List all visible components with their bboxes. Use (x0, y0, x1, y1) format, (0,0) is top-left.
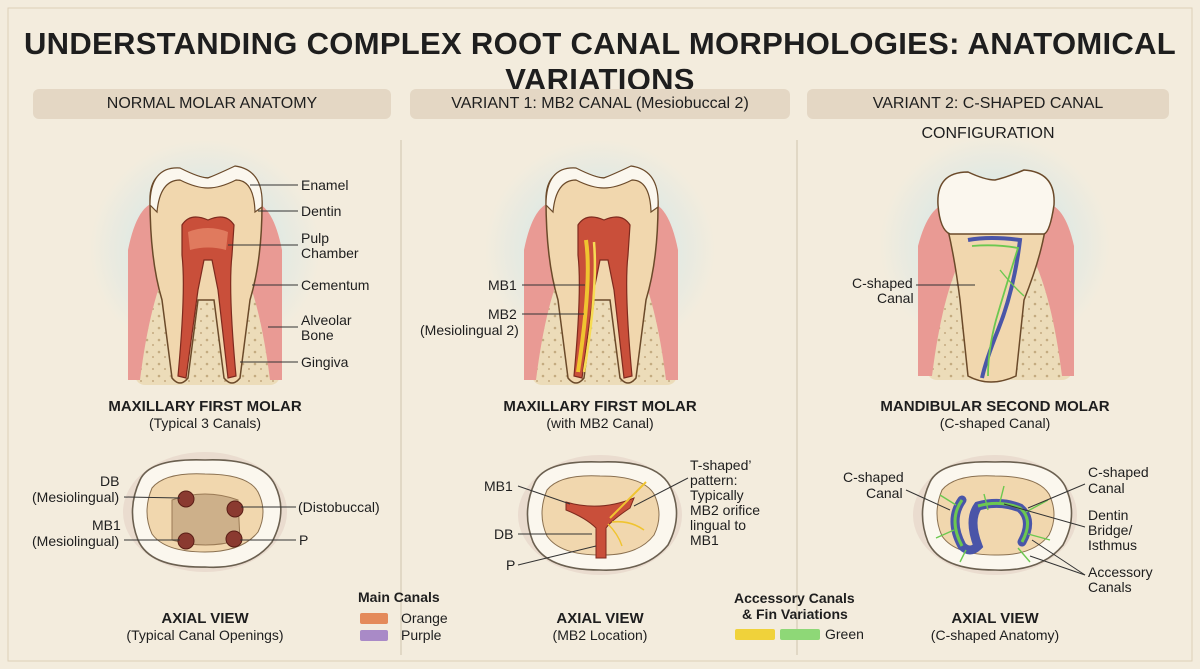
label-accessory-2: Canals (1088, 579, 1132, 595)
label-v1-axial-db: DB (494, 526, 514, 542)
normal-molar-illustration (90, 140, 320, 385)
label-axial-db: DB (100, 473, 120, 489)
enamel (149, 165, 263, 214)
c-shaped-axial-illustration (913, 455, 1077, 575)
label-c-shaped: C-shaped (852, 275, 913, 291)
caption-mb2-molar-sub: (with MB2 Canal) (546, 415, 654, 431)
pulp-chamber (177, 216, 237, 379)
normal-axial-illustration (123, 452, 287, 572)
caption-c-shaped-molar-title: MANDIBULAR SECOND MOLAR (880, 398, 1110, 415)
label-axial-mesiolingual-2: (Mesiolingual) (32, 533, 120, 549)
label-bone: Bone (301, 327, 334, 343)
legend-accessory-title-2: & Fin Variations (742, 606, 848, 622)
label-v2-axial-right-c: C-shaped (1088, 464, 1149, 480)
caption-c-shaped-molar-sub: (C-shaped Canal) (939, 415, 1051, 431)
label-v2-axial-left-canal: Canal (866, 485, 903, 501)
caption-mb2-axial-title: AXIAL VIEW (556, 610, 644, 627)
mb2-canal (582, 241, 597, 373)
legend-main-title: Main Canals (358, 589, 440, 605)
label-axial-mb1: MB1 (92, 517, 121, 533)
label-v1-axial-mb1: MB1 (484, 478, 513, 494)
legend-orange-label: Orange (401, 610, 448, 626)
caption-mb2-molar: MAXILLARY FIRST MOLAR (with MB2 Canal) (450, 398, 750, 432)
label-dentin-bridge-3: Isthmus (1088, 537, 1138, 553)
label-axial-distobuccal: (Distobuccal) (298, 499, 380, 515)
page-title: UNDERSTANDING COMPLEX ROOT CANAL MORPHOL… (23, 26, 1177, 97)
normal-axial-leaders (123, 496, 296, 541)
mb2-leader-lines (522, 284, 585, 315)
caption-c-shaped-axial: AXIAL VIEW (C-shaped Anatomy) (845, 610, 1145, 644)
caption-c-shaped-axial-title: AXIAL VIEW (951, 610, 1039, 627)
label-t-shaped-4: MB2 orifice (690, 502, 761, 518)
caption-normal-axial: AXIAL VIEW (Typical Canal Openings) (55, 610, 355, 644)
caption-mb2-molar-title: MAXILLARY FIRST MOLAR (503, 398, 697, 415)
label-dentin-bridge-2: Bridge/ (1088, 522, 1133, 538)
label-accessory-1: Accessory (1088, 564, 1153, 580)
legend-orange-swatch (360, 613, 388, 624)
label-axial-p: P (299, 532, 309, 548)
mb1-canal (576, 239, 590, 373)
label-v1-axial-p: P (506, 557, 516, 573)
label-t-shaped-2: pattern: (690, 472, 738, 488)
section-header-variant2: VARIANT 2: C-SHAPED CANAL CONFIGURATION (807, 89, 1169, 142)
caption-normal-molar: MAXILLARY FIRST MOLAR (Typical 3 Canals) (55, 398, 355, 432)
label-t-shaped-3: Typically (690, 487, 744, 503)
c-shaped-axial-leaders (905, 483, 1086, 576)
mb2-axial-illustration (518, 455, 682, 575)
mb2-molar-illustration (485, 140, 715, 385)
normal-leader-lines (228, 184, 298, 363)
label-t-shaped-1: T-shaped’ (690, 457, 752, 473)
c-shaped-molar-illustration (880, 135, 1110, 383)
mb2-axial-leaders (517, 477, 689, 566)
label-pulp: Pulp (301, 230, 330, 246)
label-mesiolingual-2: (Mesiolingual 2) (420, 322, 519, 338)
legend-green-swatch (780, 629, 820, 640)
label-enamel: Enamel (301, 177, 349, 193)
label-dentin-bridge-1: Dentin (1088, 507, 1129, 523)
label-c-shaped-canal: Canal (877, 290, 914, 306)
caption-c-shaped-molar: MANDIBULAR SECOND MOLAR (C-shaped Canal) (845, 398, 1145, 432)
legend-accessory-title-1: Accessory Canals (734, 590, 855, 606)
label-v2-axial-right-canal: Canal (1088, 480, 1125, 496)
label-t-shaped-6: MB1 (690, 532, 719, 548)
section-header-variant1: VARIANT 1: MB2 CANAL (Mesiobuccal 2) (410, 89, 790, 119)
label-alveolar: Alveolar (301, 312, 352, 328)
legend-purple-swatch (360, 630, 388, 641)
caption-normal-molar-sub: (Typical 3 Canals) (148, 415, 262, 431)
caption-c-shaped-axial-sub: (C-shaped Anatomy) (930, 627, 1060, 643)
label-axial-mesiolingual-1: (Mesiolingual) (32, 489, 120, 505)
label-mb2: MB2 (488, 306, 517, 322)
caption-normal-axial-title: AXIAL VIEW (161, 610, 249, 627)
label-gingiva: Gingiva (301, 354, 349, 370)
section-header-normal: NORMAL MOLAR ANATOMY (33, 89, 391, 119)
label-v2-axial-left-c: C-shaped (843, 469, 904, 485)
caption-normal-molar-title: MAXILLARY FIRST MOLAR (108, 398, 302, 415)
caption-mb2-axial: AXIAL VIEW (MB2 Location) (450, 610, 750, 644)
label-t-shaped-5: lingual to (690, 517, 747, 533)
label-dentin: Dentin (301, 203, 342, 219)
caption-mb2-axial-sub: (MB2 Location) (552, 627, 648, 643)
outer-frame (7, 7, 1193, 662)
pulp-horn (188, 228, 228, 250)
legend-purple-label: Purple (401, 627, 442, 643)
legend-yellow-swatch (735, 629, 775, 640)
label-cementum: Cementum (301, 277, 370, 293)
label-chamber: Chamber (301, 245, 359, 261)
label-mb1: MB1 (488, 277, 517, 293)
legend-green-label: Green (825, 626, 864, 642)
caption-normal-axial-sub: (Typical Canal Openings) (126, 627, 284, 643)
